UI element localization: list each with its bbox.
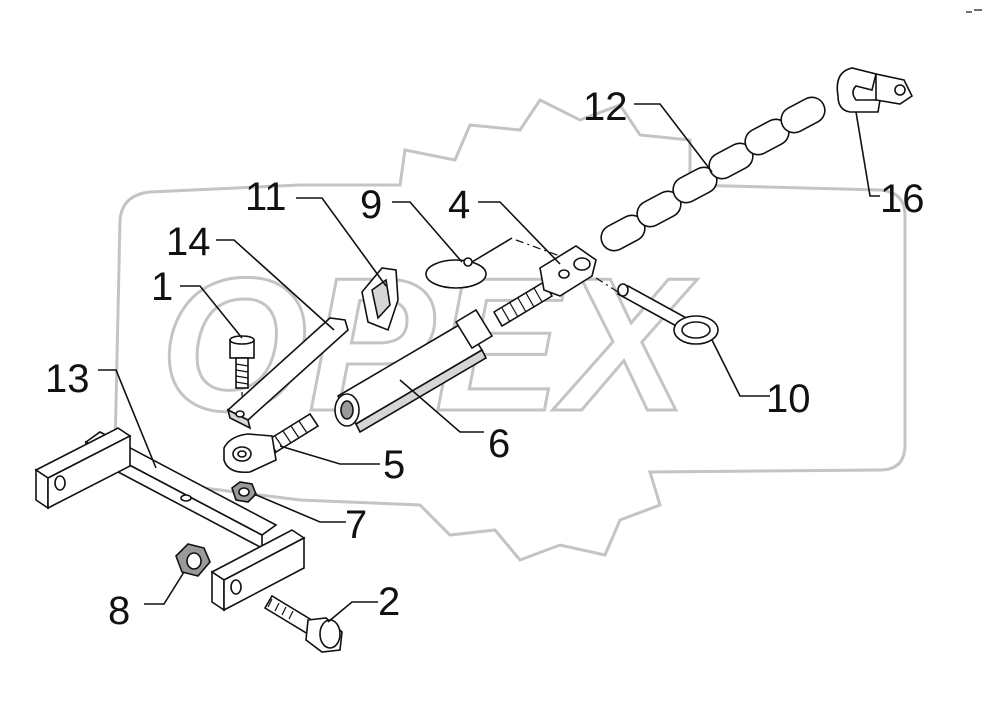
part-11-clip bbox=[361, 267, 399, 332]
callout-6: 6 bbox=[488, 422, 510, 466]
part-13-frame bbox=[34, 427, 306, 612]
leader-lines bbox=[98, 103, 880, 623]
callout-14: 14 bbox=[166, 220, 211, 264]
callout-1: 1 bbox=[151, 265, 173, 309]
part-12-chain bbox=[600, 96, 826, 252]
callout-9: 9 bbox=[360, 183, 382, 227]
callout-2: 2 bbox=[378, 580, 400, 624]
corner-mark bbox=[966, 9, 982, 13]
callout-10: 10 bbox=[766, 377, 811, 421]
part-4-clevis-end bbox=[492, 245, 597, 328]
part-8-nut bbox=[175, 543, 211, 577]
part-16-shackle bbox=[836, 67, 914, 113]
callout-11: 11 bbox=[245, 175, 287, 219]
callout-13: 13 bbox=[45, 357, 90, 401]
callout-5: 5 bbox=[383, 443, 405, 487]
part-2-bolt bbox=[263, 594, 343, 653]
callout-16: 16 bbox=[880, 177, 925, 221]
assembly-axis bbox=[515, 239, 619, 293]
callout-12: 12 bbox=[583, 85, 628, 129]
callout-7: 7 bbox=[345, 503, 367, 547]
callout-labels: 1 2 4 5 6 7 8 9 10 11 12 13 14 16 bbox=[45, 85, 925, 633]
part-14-spring-clip bbox=[226, 317, 349, 430]
callout-8: 8 bbox=[108, 589, 130, 633]
part-6-tube bbox=[334, 308, 494, 434]
part-1-bolt bbox=[229, 335, 255, 408]
part-5-clevis-end bbox=[223, 412, 320, 474]
part-10-pin bbox=[616, 283, 719, 345]
part-7-nut bbox=[231, 481, 257, 503]
callout-4: 4 bbox=[448, 183, 470, 227]
part-9-pin-ring bbox=[425, 237, 513, 289]
